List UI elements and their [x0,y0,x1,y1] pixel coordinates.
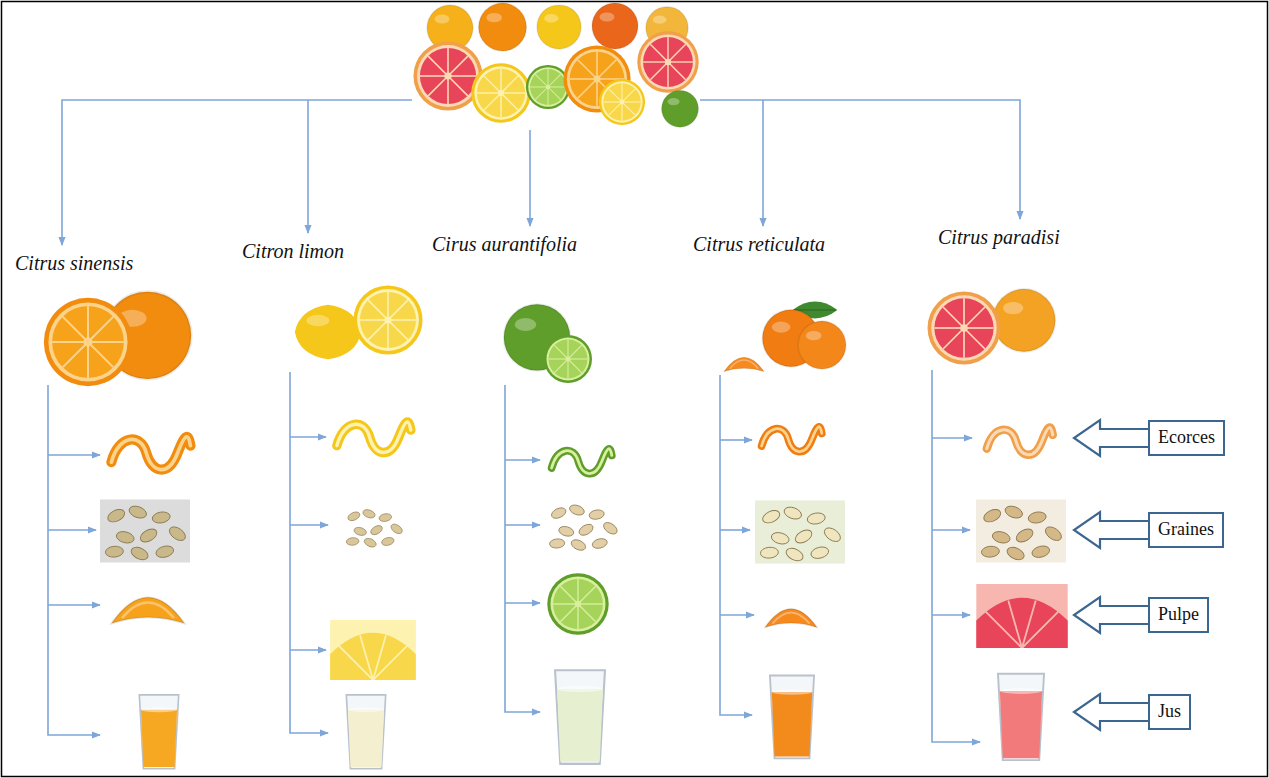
part-arrow [932,437,972,439]
juice-image [998,674,1044,760]
part-label: Ecorces [1158,427,1215,449]
pulp-image [112,597,185,623]
pulp-image [547,573,608,634]
part-arrow [505,459,540,461]
pulp-image [976,584,1067,648]
part-arrow [505,602,540,604]
part-arrow [290,524,328,526]
part-arrow [48,454,100,456]
mandarin-image [798,321,846,369]
pointer-arrow [1074,512,1149,548]
branch-arrows [62,100,1020,245]
pulp-image [765,609,817,628]
part-arrow [48,604,100,606]
part-arrow [505,385,540,712]
branch-arrow [700,100,1020,219]
fruit-image [637,31,698,92]
pointer-arrow [1074,420,1149,456]
juice-image [346,695,385,769]
part-arrows [48,370,980,742]
pointer-arrow [1074,694,1149,730]
juice-image [139,695,178,769]
citrus-collage [413,3,698,127]
part-arrow [290,436,326,438]
part-arrow [505,524,540,526]
part-arrow [932,529,970,531]
species-label: Cirus aurantifolia [432,233,577,256]
part-label-box: Jus [1148,694,1191,730]
part-arrow [48,529,96,531]
pointer-arrow [1074,597,1149,633]
species-label: Citrus paradisi [938,226,1060,249]
part-label-box: Ecorces [1148,420,1225,456]
part-arrow [290,372,328,733]
peel-image [337,422,411,453]
fruit-image [471,63,531,123]
branch-arrow [529,130,531,226]
juice-image [555,670,605,764]
juice-image [770,676,814,759]
part-arrow [720,439,752,441]
part-arrow [720,375,752,715]
pulp-image [330,620,416,680]
branch-arrow [762,100,764,226]
peel-image [762,427,822,452]
grapefruit-image [928,292,1001,365]
part-label: Jus [1158,701,1181,723]
branch-arrow [307,100,309,233]
part-arrow [932,370,980,742]
part-arrow [720,614,754,616]
mandarin-image [724,357,764,371]
fruit-image [526,65,570,109]
seeds-image [755,501,845,564]
part-label: Graines [1158,519,1214,541]
part-label-box: Pulpe [1148,597,1209,633]
fruit-image [479,3,527,51]
part-arrow [290,649,326,651]
part-label: Pulpe [1158,604,1199,626]
grapefruit-image [993,289,1056,352]
fruit-image [537,5,581,49]
lime-image [544,335,592,383]
species-label: Citrus reticulata [693,233,825,256]
fruit-image [662,90,699,127]
species-label: Citrus sinensis [15,252,133,275]
species-label: Citron limon [242,240,344,263]
pointer-arrows [1074,420,1149,730]
lemon-image [295,305,361,360]
fruit-image [599,79,645,125]
lemon-image [353,285,422,354]
branch-arrow [62,100,412,245]
part-arrow [48,385,100,735]
peel-image [111,437,190,470]
fruit-image [592,3,638,49]
orange-image [44,298,132,386]
part-arrow [720,529,750,531]
seeds-image [976,500,1066,563]
seeds-image [100,500,190,563]
seeds-image [343,505,406,549]
seeds-image [545,499,621,552]
peel-image [552,449,612,474]
part-label-box: Graines [1148,512,1224,548]
peel-image [987,428,1053,455]
part-arrow [932,614,970,616]
